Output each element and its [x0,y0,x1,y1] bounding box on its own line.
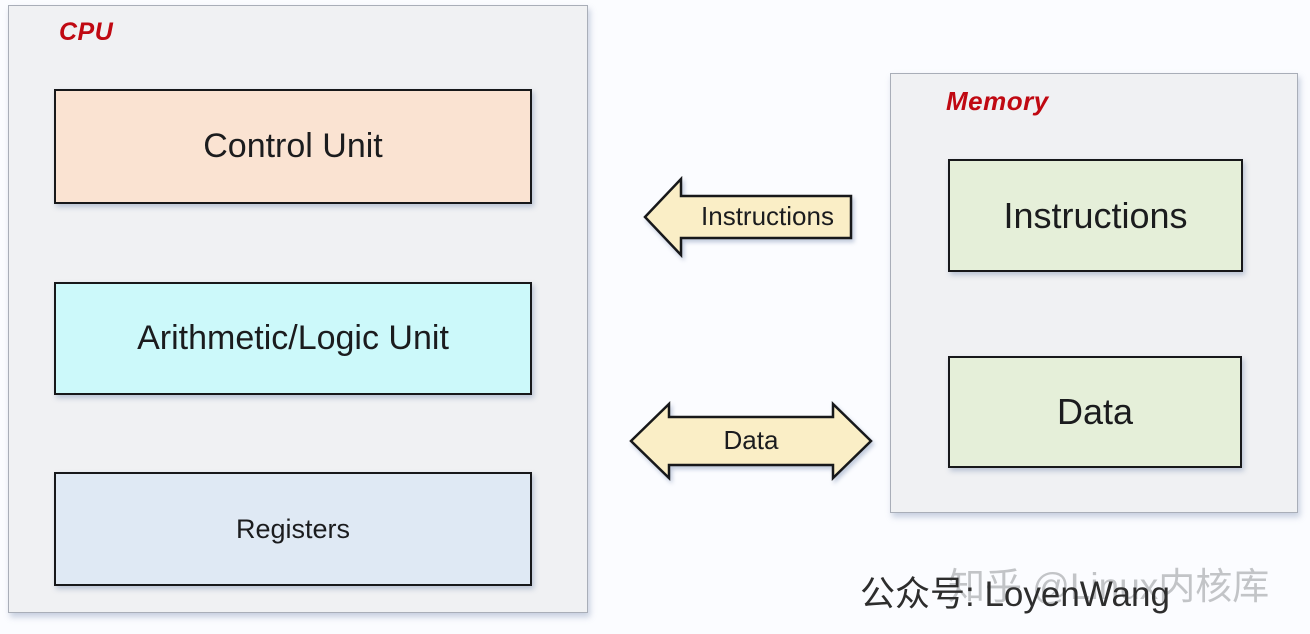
memory-instructions-label: Instructions [1003,194,1188,236]
cpu-panel-label: CPU [59,18,114,46]
cpu-panel: CPU Control Unit Arithmetic/Logic Unit R… [8,5,588,613]
registers-label: Registers [235,513,351,544]
memory-data-label: Data [1056,391,1134,432]
double-block-arrow-shape [629,401,873,481]
arithmetic-logic-unit-block: Arithmetic/Logic Unit [54,282,532,395]
data-flow-arrow: Data [629,401,873,482]
watermark-account: 公众号: LoyenWang [860,575,1170,614]
arithmetic-logic-unit-label: Arithmetic/Logic Unit [137,319,449,357]
memory-panel: Memory Instructions Data [890,73,1298,513]
control-unit-label: Control Unit [203,127,383,165]
instructions-flow-arrow: Instructions [643,176,854,259]
data-flow-label: Data [723,425,779,455]
instructions-flow-label: Instructions [701,200,834,231]
memory-data-block: Data [948,356,1242,468]
memory-instructions-block: Instructions [948,159,1243,272]
left-block-arrow-shape [643,176,853,259]
left-block-arrow-icon [643,176,853,259]
control-unit-block: Control Unit [54,89,532,204]
double-block-arrow-icon [629,401,873,481]
registers-block: Registers [54,472,532,586]
watermark-zhihu: 知乎 @Linux内核库 [948,566,1270,607]
memory-panel-label: Memory [946,86,1049,116]
